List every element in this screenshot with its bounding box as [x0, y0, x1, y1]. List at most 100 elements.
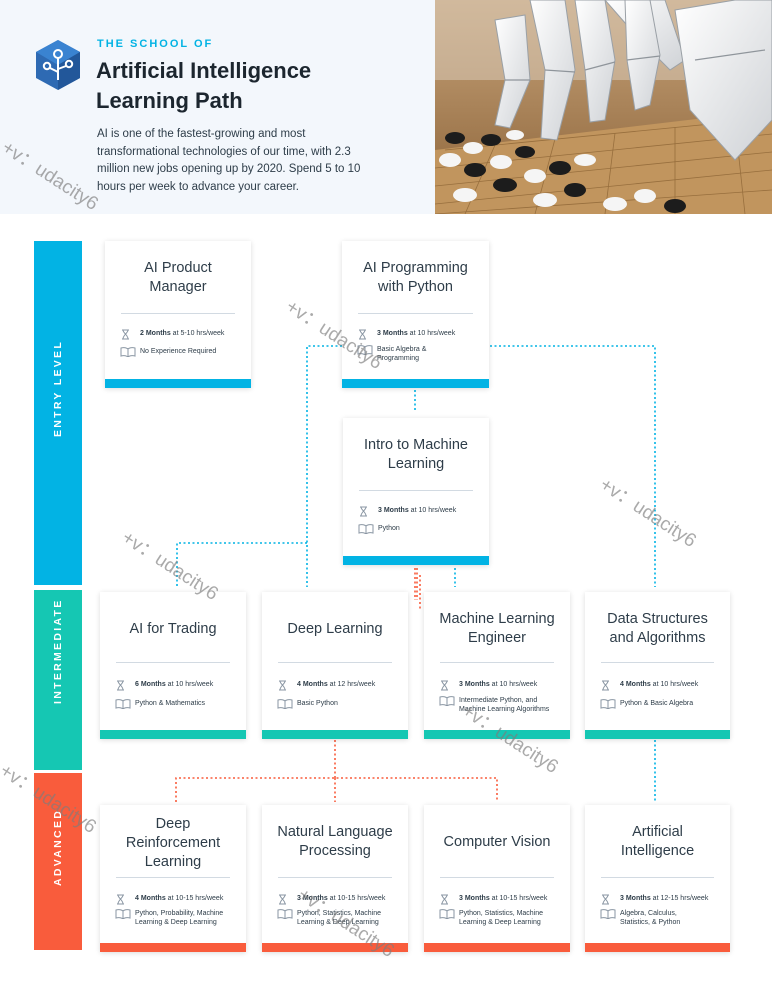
- prereq-row: Python, Probability, Machine Learning & …: [115, 909, 238, 927]
- divider: [440, 877, 554, 878]
- duration-value: 3 Months: [620, 895, 651, 902]
- duration-value: 3 Months: [378, 507, 409, 514]
- prereq-value: Python, Probability, Machine Learning & …: [135, 910, 224, 926]
- course-card-computer-vision[interactable]: Computer Vision 3 Months at 10-15 hrs/we…: [424, 805, 570, 952]
- robot-hand-go-board-image: [435, 0, 772, 214]
- duration-row: 6 Months at 10 hrs/week: [115, 680, 238, 691]
- prereq-value: Algebra, Calculus, Statistics, & Python: [620, 910, 681, 926]
- divider: [116, 877, 230, 878]
- duration-row: 3 Months at 10 hrs/week: [439, 680, 562, 691]
- duration-value: 3 Months: [377, 330, 408, 337]
- prereq-value: Python, Statistics, Machine Learning & D…: [459, 910, 544, 926]
- pace-value: at 10-15 hrs/week: [327, 895, 386, 902]
- pace-value: at 10 hrs/week: [650, 681, 699, 688]
- prereq-row: No Experience Required: [120, 347, 243, 357]
- duration-row: 2 Months at 5-10 hrs/week: [120, 329, 243, 340]
- open-book-icon: [115, 699, 135, 709]
- divider: [359, 490, 473, 491]
- open-book-icon: [277, 909, 297, 919]
- prereq-row: Intermediate Python, and Machine Learnin…: [439, 696, 562, 714]
- duration-value: 6 Months: [135, 681, 166, 688]
- pace-value: at 12-15 hrs/week: [650, 895, 709, 902]
- divider: [440, 662, 554, 663]
- duration-row: 3 Months at 10-15 hrs/week: [439, 894, 562, 905]
- duration-row: 3 Months at 10 hrs/week: [358, 506, 481, 517]
- pace-value: at 10 hrs/week: [408, 507, 457, 514]
- course-card-ai-trading[interactable]: AI for Trading 6 Months at 10 hrs/week P…: [100, 592, 246, 739]
- level-bar: [262, 943, 408, 952]
- course-title: Deep Learning: [287, 621, 383, 637]
- prereq-row: Python, Statistics, Machine Learning & D…: [277, 909, 400, 927]
- open-book-icon: [600, 909, 620, 919]
- course-title: Machine Learning Engineer: [439, 611, 555, 646]
- course-card-artificial-intelligence[interactable]: Artificial Intelligence 3 Months at 12-1…: [585, 805, 730, 952]
- duration-value: 3 Months: [297, 895, 328, 902]
- duration-row: 3 Months at 10 hrs/week: [357, 329, 481, 340]
- duration-value: 4 Months: [135, 895, 166, 902]
- open-book-icon: [358, 524, 378, 534]
- duration-value: 4 Months: [297, 681, 328, 688]
- school-label: THE SCHOOL OF: [97, 38, 214, 50]
- hourglass-icon: [439, 680, 459, 691]
- hourglass-icon: [600, 680, 620, 691]
- hexagon-circuit-icon: [36, 40, 80, 90]
- hourglass-icon: [277, 894, 297, 905]
- level-bar: [100, 943, 246, 952]
- prereq-value: Basic Python: [297, 700, 338, 707]
- hourglass-icon: [277, 680, 297, 691]
- hourglass-icon: [600, 894, 620, 905]
- level-bar: [343, 556, 489, 565]
- title-line-2: Learning Path: [96, 88, 243, 113]
- prereq-value: Python: [378, 525, 400, 532]
- duration-value: 3 Months: [459, 681, 490, 688]
- pace-value: at 10 hrs/week: [407, 330, 456, 337]
- prereq-row: Basic Algebra & Programming: [357, 345, 449, 363]
- open-book-icon: [439, 696, 459, 706]
- level-bar: [424, 943, 570, 952]
- open-book-icon: [277, 699, 297, 709]
- pace-value: at 12 hrs/week: [327, 681, 376, 688]
- course-card-ai-programming-python[interactable]: AI Programming with Python 3 Months at 1…: [342, 241, 489, 388]
- duration-value: 4 Months: [620, 681, 651, 688]
- divider: [121, 313, 235, 314]
- course-card-ml-engineer[interactable]: Machine Learning Engineer 3 Months at 10…: [424, 592, 570, 739]
- course-card-intro-ml[interactable]: Intro to Machine Learning 3 Months at 10…: [343, 418, 489, 565]
- course-card-data-structures[interactable]: Data Structures and Algorithms 4 Months …: [585, 592, 730, 739]
- hourglass-icon: [358, 506, 378, 517]
- duration-value: 2 Months: [140, 330, 171, 337]
- prereq-row: Basic Python: [277, 699, 400, 709]
- prereq-value: No Experience Required: [140, 348, 217, 355]
- advanced-band: ADVANCED: [34, 773, 82, 950]
- course-title: AI for Trading: [129, 621, 217, 637]
- course-title: AI Product Manager: [144, 260, 212, 295]
- level-bar: [424, 730, 570, 739]
- prereq-value: Basic Algebra & Programming: [377, 346, 427, 362]
- title-line-1: Artificial Intelligence: [96, 58, 312, 83]
- intermediate-band: INTERMEDIATE: [34, 590, 82, 770]
- hourglass-icon: [115, 894, 135, 905]
- course-card-deep-rl[interactable]: Deep Reinforcement Learning 4 Months at …: [100, 805, 246, 952]
- prereq-row: Python & Mathematics: [115, 699, 238, 709]
- pace-value: at 10-15 hrs/week: [165, 895, 224, 902]
- divider: [278, 662, 392, 663]
- level-bar: [585, 943, 730, 952]
- hourglass-icon: [357, 329, 377, 340]
- divider: [116, 662, 230, 663]
- course-title: Computer Vision: [443, 834, 551, 850]
- page-title: Artificial Intelligence Learning Path: [96, 56, 426, 116]
- divider: [601, 877, 714, 878]
- prereq-row: Python, Statistics, Machine Learning & D…: [439, 909, 562, 927]
- duration-row: 4 Months at 12 hrs/week: [277, 680, 400, 691]
- duration-row: 3 Months at 12-15 hrs/week: [600, 894, 722, 905]
- course-title: Deep Reinforcement Learning: [125, 816, 221, 870]
- prereq-value: Intermediate Python, and Machine Learnin…: [459, 697, 550, 713]
- course-card-nlp[interactable]: Natural Language Processing 3 Months at …: [262, 805, 408, 952]
- open-book-icon: [120, 347, 140, 357]
- intro-text: AI is one of the fastest-growing and mos…: [97, 128, 361, 193]
- course-card-deep-learning[interactable]: Deep Learning 4 Months at 12 hrs/week Ba…: [262, 592, 408, 739]
- pace-value: at 10 hrs/week: [489, 681, 538, 688]
- level-bar: [342, 379, 489, 388]
- course-card-ai-product-manager[interactable]: AI Product Manager 2 Months at 5-10 hrs/…: [105, 241, 251, 388]
- duration-row: 4 Months at 10-15 hrs/week: [115, 894, 238, 905]
- course-title: Natural Language Processing: [277, 824, 393, 859]
